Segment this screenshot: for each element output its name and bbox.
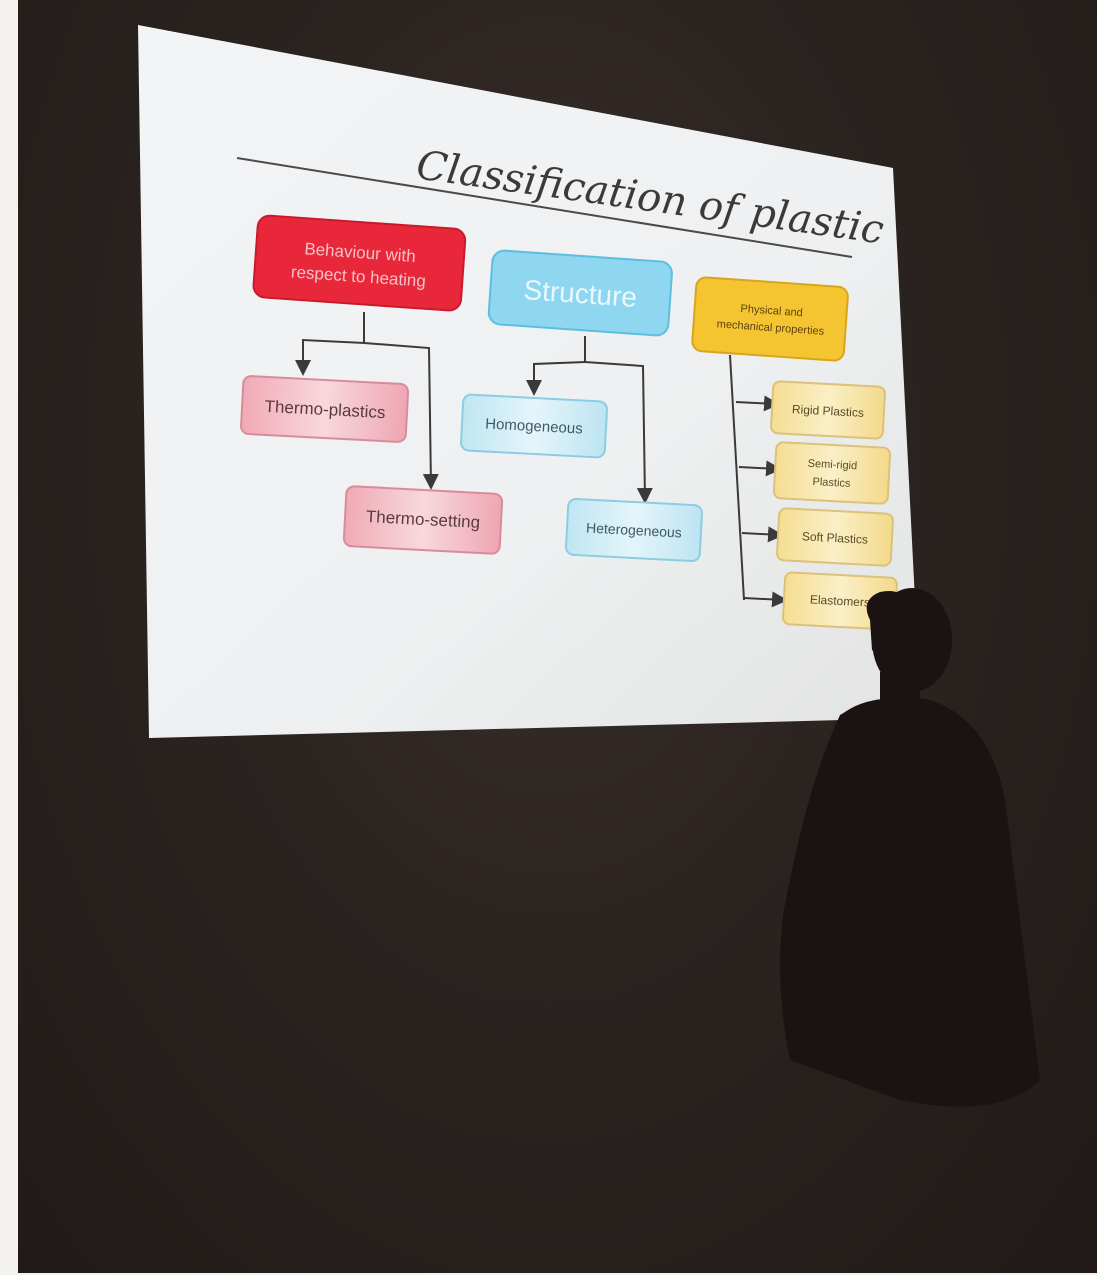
homogeneous-box <box>460 393 608 459</box>
rigid-plastics-label: Rigid Plastics <box>792 402 865 420</box>
semi-rigid-label-line2: Plastics <box>812 476 851 490</box>
soft-plastics-label: Soft Plastics <box>802 529 869 546</box>
category-properties-label-line1: Physical and <box>740 303 803 319</box>
category-structure-box <box>487 249 673 337</box>
properties-connectors <box>729 354 788 608</box>
thermo-setting-box <box>342 485 504 555</box>
elastomers-label: Elastomers <box>810 592 871 609</box>
rigid-plastics-box <box>770 380 886 440</box>
person-silhouette <box>780 588 1040 1107</box>
thermo-plastics-box <box>240 375 410 443</box>
semi-rigid-plastics-box <box>772 441 892 505</box>
category-properties-box <box>691 276 849 362</box>
heterogeneous-box <box>565 497 703 563</box>
heterogeneous-label: Heterogeneous <box>586 520 682 541</box>
semi-rigid-label-line1: Semi-rigid <box>807 458 857 473</box>
heating-connectors <box>295 312 439 490</box>
homogeneous-label: Homogeneous <box>485 415 583 437</box>
category-heating-box <box>252 214 467 312</box>
soft-plastics-box <box>776 507 894 567</box>
structure-connectors <box>526 336 653 504</box>
